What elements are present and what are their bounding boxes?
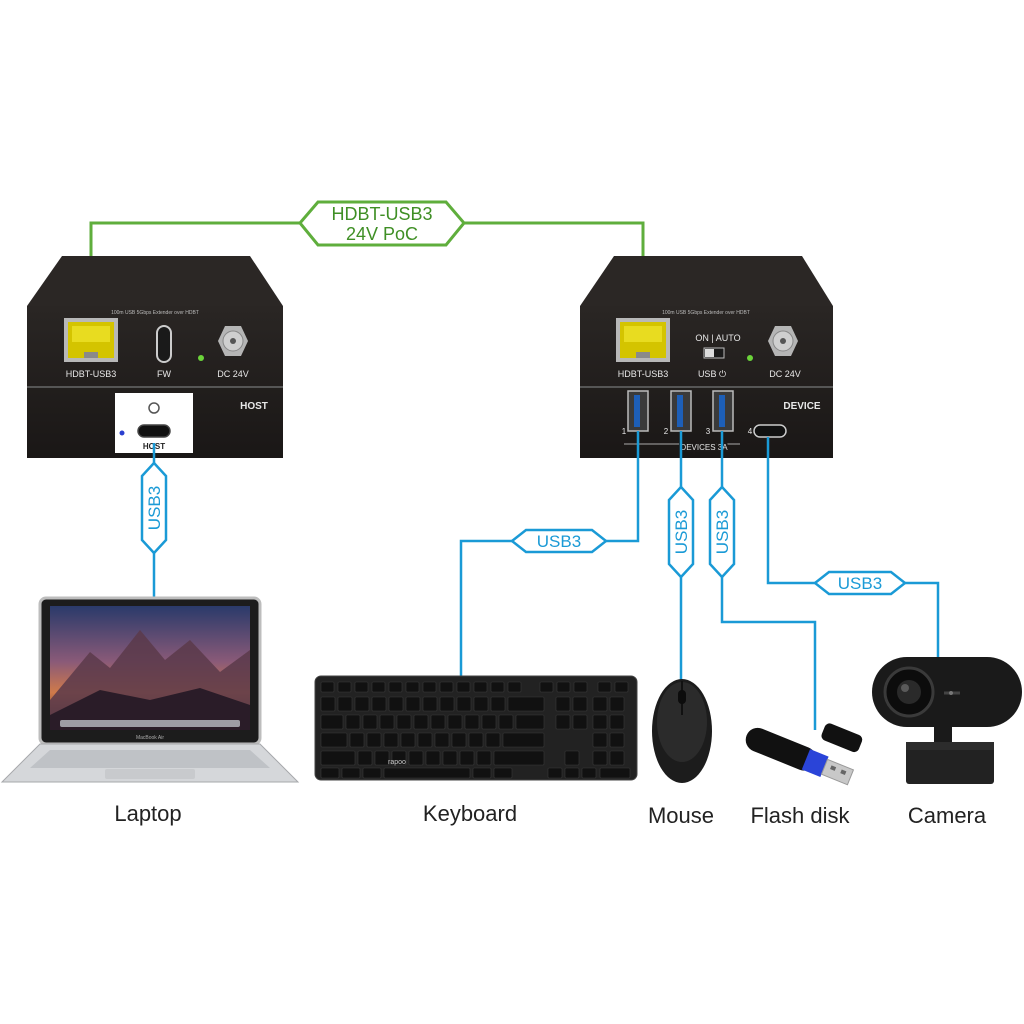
cable-camera-a [766,437,818,585]
device-unit-top [580,256,833,306]
host-rj45-port [64,318,118,362]
badge-flash-text: USB3 [713,510,732,554]
host-port-hdbt-label: HDBT-USB3 [66,369,117,379]
device-panel-label: DEVICE [783,401,821,412]
device-unit: 100m USB 5Gbps Extender over HDBT HDBT-U… [580,256,833,458]
hdbt-label-line1: HDBT-USB3 [331,204,432,224]
camera-icon [872,657,1022,784]
device-port-number-1: 1 [622,427,627,436]
device-usbc-port-4 [753,424,787,438]
laptop-brand: MacBook Air [136,735,164,741]
badge-camera [812,570,908,596]
device-switch-label: ON | AUTO [695,333,740,343]
badge-camera-text: USB3 [838,574,882,593]
hdbt-label-box [298,200,466,247]
device-usb-switch [703,347,725,359]
badge-mouse [667,485,695,579]
device-dc-jack [768,326,798,356]
host-dc-jack [218,326,248,356]
usb-cables [152,431,940,730]
badge-laptop-text: USB3 [145,486,164,530]
flash-disk-icon [745,723,863,786]
cable-camera-b [900,581,940,660]
device-usb-power-label: USB ⏻ [698,369,726,379]
device-port-number-4: 4 [748,427,753,436]
host-usbc-port [137,424,171,438]
host-fw-port [156,325,172,363]
cable-flash-bottom [720,576,817,730]
device-usb-port-1 [627,390,649,432]
host-reset-icon [148,402,160,414]
label-camera: Camera [908,803,987,828]
host-port-fw-label: FW [157,369,171,379]
device-status-led [747,355,753,361]
device-model-text: 100m USB 5Gbps Extender over HDBT [662,310,750,316]
badge-keyboard-text: USB3 [537,532,581,551]
badge-flash [708,485,736,579]
host-blue-led [119,430,125,436]
badge-mouse-text: USB3 [672,510,691,554]
device-devices-label: DEVICES 3A [680,443,728,452]
device-rj45-port [616,318,670,362]
device-port-number-3: 3 [706,427,711,436]
host-panel-label: HOST [240,401,268,412]
host-unit-top [27,256,283,306]
mouse-icon [652,679,712,783]
label-mouse: Mouse [648,803,714,828]
device-port-number-2: 2 [664,427,669,436]
label-laptop: Laptop [114,801,181,826]
device-port-hdbt-label: HDBT-USB3 [618,369,669,379]
keyboard-brand: rapoo [388,759,406,766]
cable-keyboard-a [605,431,640,543]
device-usb-port-3 [712,390,734,432]
hdbt-link: HDBT-USB3 24V PoC [89,200,645,330]
device-usb-port-2 [670,390,692,432]
badge-keyboard [509,528,609,554]
host-unit: 100m USB 5Gbps Extender over HDBT HDBT-U… [27,256,283,458]
label-keyboard: Keyboard [423,801,517,826]
host-status-led [198,355,204,361]
laptop-icon: MacBook Air [0,596,300,783]
host-port-dc-label: DC 24V [217,369,249,379]
host-model-text: 100m USB 5Gbps Extender over HDBT [111,310,199,316]
label-flash-disk: Flash disk [750,803,850,828]
device-port-dc-label: DC 24V [769,369,801,379]
badge-laptop [140,461,168,555]
keyboard-icon: rapoo [314,675,638,781]
usb-badges: USB3 USB3 USB3 USB3 USB3 [140,461,908,596]
hdbt-label-line2: 24V PoC [346,224,418,244]
cable-keyboard-b [459,539,515,678]
